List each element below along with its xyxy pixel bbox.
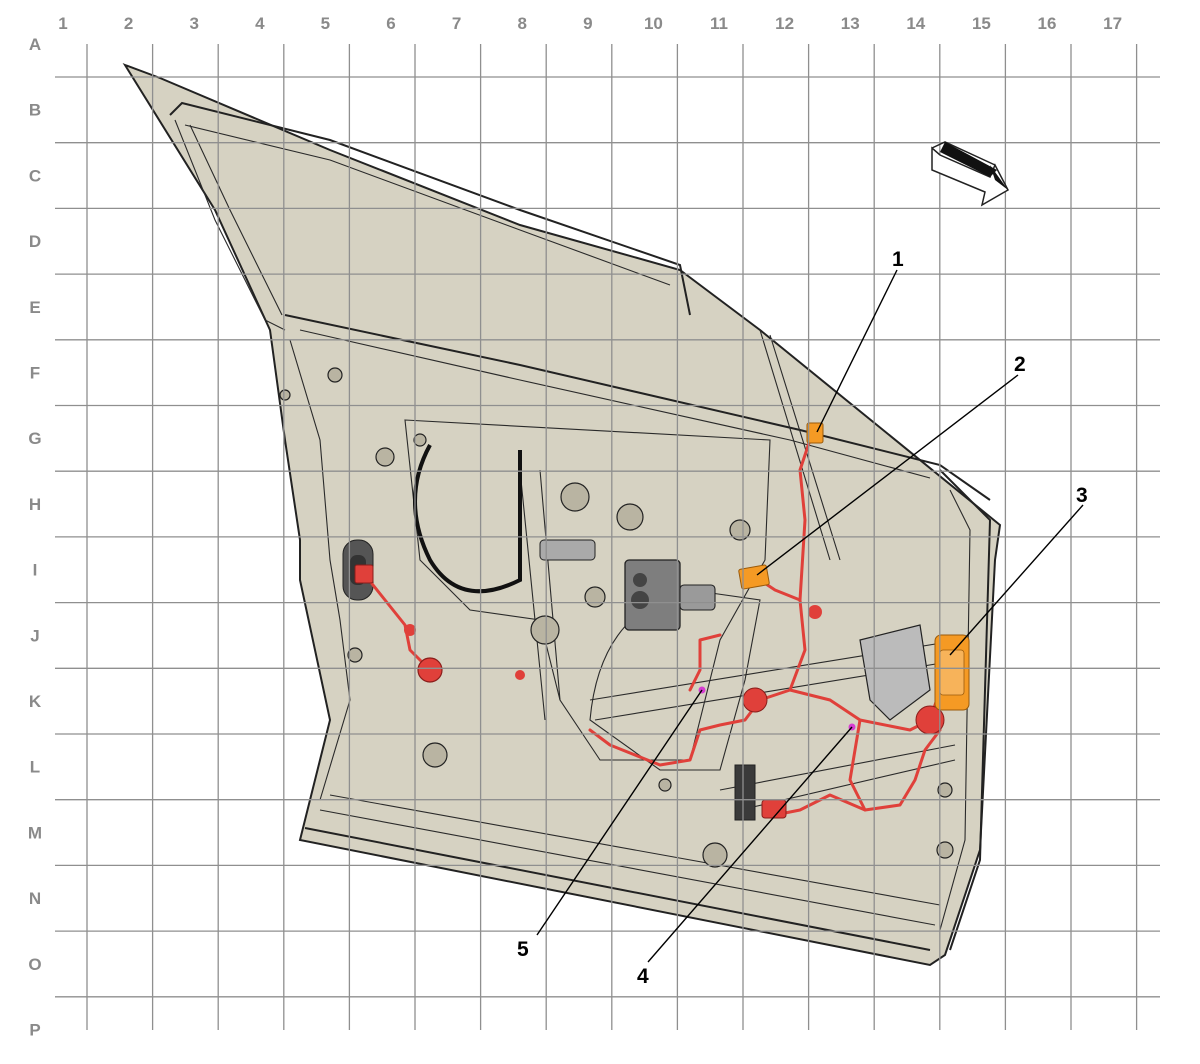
grid-column-label: 3 (189, 14, 198, 33)
grid-row-label: L (30, 758, 40, 777)
grid-column-label: 12 (775, 14, 794, 33)
grid-column-label: 10 (644, 14, 663, 33)
grid-row-label: J (30, 626, 39, 645)
grommet-front (417, 657, 443, 683)
grid-column-label: 1 (58, 14, 67, 33)
grid-row-label: K (29, 692, 42, 711)
grid-column-label: 13 (841, 14, 860, 33)
belt-line-inner (299, 329, 931, 479)
latch-bracket (859, 624, 931, 721)
callout-1: 1 (892, 248, 904, 271)
callout-labels: 1 2 3 4 5 (517, 248, 1088, 988)
grid-column-label: 11 (710, 14, 728, 33)
leader-4 (647, 726, 853, 963)
grid-column-label: 14 (906, 14, 925, 33)
door-body (122, 63, 1002, 967)
grid-row-label: G (28, 429, 41, 448)
grid-column-label: 15 (972, 14, 991, 33)
door-silhouette (122, 63, 1002, 967)
grid-column-label: 17 (1103, 14, 1122, 33)
lower-sill-inner (319, 794, 941, 926)
grid-row-label: C (29, 166, 41, 185)
callout-leaders (536, 269, 1084, 963)
callout-2: 2 (1014, 353, 1026, 376)
leader-2 (756, 374, 1019, 576)
grid-row-label: A (29, 35, 41, 54)
grommet-low-left (515, 670, 525, 680)
grid-column-label: 6 (386, 14, 395, 33)
reference-grid (55, 44, 1160, 1030)
grid-column-label: 16 (1038, 14, 1057, 33)
direction-arrow-icon (931, 141, 1009, 207)
window-glass-edge (189, 124, 283, 316)
callout-4: 4 (637, 965, 649, 988)
grid-row-label: I (33, 561, 38, 580)
connector-front (354, 564, 374, 584)
grid-row-label: M (28, 823, 42, 842)
hinge-edge (289, 339, 351, 801)
grommet-upper (808, 605, 822, 619)
grid-column-label: 4 (255, 14, 265, 33)
grid-row-label: O (28, 955, 41, 974)
grid-column-label: 9 (583, 14, 592, 33)
grid-column-label: 2 (124, 14, 133, 33)
grid-column-label: 5 (321, 14, 330, 33)
lower-sill (304, 827, 931, 951)
window-frame (169, 101, 691, 316)
callout-3: 3 (1076, 484, 1088, 507)
window-motor (624, 559, 716, 631)
grid-row-labels: A B C D E F G H I J K L M N O P (28, 35, 42, 1040)
regulator-cable (413, 444, 522, 594)
grid-row-label: N (29, 889, 41, 908)
grid-row-label: D (29, 232, 41, 251)
switch-pack (539, 539, 596, 561)
callout-5: 5 (517, 938, 529, 961)
inner-panel-opening (404, 419, 771, 761)
fastener-holes (279, 367, 954, 868)
grid-row-label: P (29, 1021, 40, 1040)
leader-5 (536, 689, 703, 936)
grid-column-label: 7 (452, 14, 461, 33)
grid-column-label: 8 (517, 14, 526, 33)
grid-row-label: F (30, 364, 40, 383)
regulator-rail (519, 329, 841, 721)
impact-beam (589, 639, 961, 811)
leader-3 (949, 504, 1084, 656)
grid-row-label: H (29, 495, 41, 514)
grid-row-label: B (29, 101, 41, 120)
lower-grille (734, 764, 756, 821)
leader-1 (816, 269, 898, 433)
harness-handle (363, 573, 432, 672)
rear-edge (939, 469, 992, 951)
connector-3-detail (939, 649, 965, 696)
grommet-center (742, 687, 768, 713)
connector-sill (761, 799, 787, 819)
grid-row-label: E (29, 298, 40, 317)
harness-lower (848, 718, 942, 812)
grommet-mid (404, 624, 416, 636)
